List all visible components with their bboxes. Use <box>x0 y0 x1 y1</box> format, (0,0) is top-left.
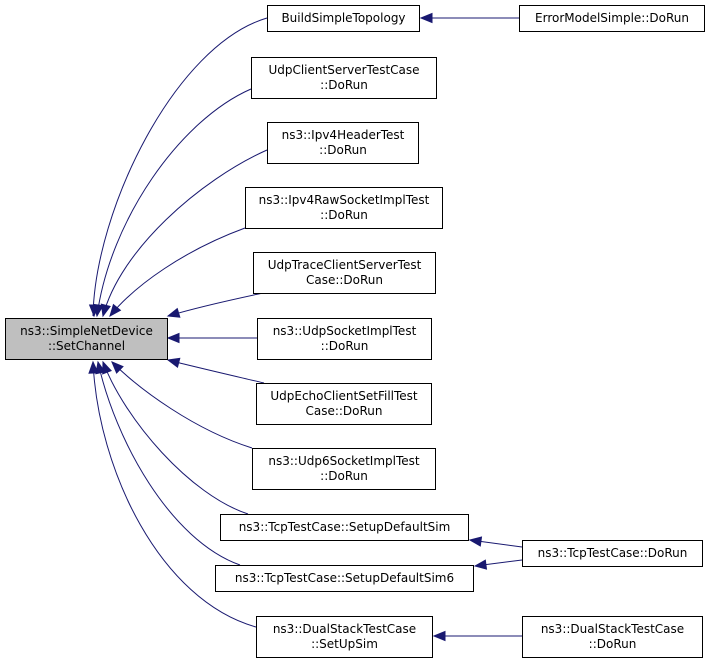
edge-ipv4raw-to-root <box>109 227 246 318</box>
node-label-line: ::SetChannel <box>48 339 125 353</box>
edge-line <box>97 361 241 566</box>
node-label-line: ::DoRun <box>320 469 368 483</box>
node-box[interactable] <box>257 318 432 360</box>
node-label-line: ns3::UdpSocketImplTest <box>273 324 417 338</box>
node-label-line: ns3::TcpTestCase::SetupDefaultSim6 <box>235 571 454 585</box>
edge-line <box>92 361 257 628</box>
node-ipv4raw[interactable]: ns3::Ipv4RawSocketImplTest::DoRun <box>245 187 443 229</box>
node-label-line: ErrorModelSimple::DoRun <box>535 11 689 25</box>
edge-udp6socket-to-root <box>111 361 253 449</box>
node-label-line: ns3::TcpTestCase::SetupDefaultSim <box>239 520 451 534</box>
edge-line <box>111 361 253 449</box>
edge-arrowhead <box>95 360 106 375</box>
node-box[interactable] <box>252 448 436 490</box>
nodes-layer: ns3::SimpleNetDevice::SetChannel BuildSim… <box>5 5 705 658</box>
node-label-line: ns3::Udp6SocketImplTest <box>268 454 420 468</box>
edge-udpsocket-to-root <box>166 332 257 344</box>
edge-udptrace-to-root <box>166 292 264 318</box>
node-udpsocket[interactable]: ns3::UdpSocketImplTest::DoRun <box>257 318 432 360</box>
node-box[interactable] <box>215 565 474 592</box>
node-label-line: UdpClientServerTestCase <box>268 63 419 77</box>
node-label-line: Case::DoRun <box>305 404 382 418</box>
node-buildsimple[interactable]: BuildSimpleTopology <box>267 5 420 32</box>
node-udpcs[interactable]: UdpClientServerTestCase::DoRun <box>251 57 437 99</box>
edge-tcpdorun-to-tcpsetup <box>468 536 523 548</box>
edge-arrowhead <box>432 630 446 642</box>
edge-arrowhead <box>166 357 181 368</box>
node-label-line: ns3::Ipv4RawSocketImplTest <box>259 193 430 207</box>
node-box[interactable] <box>256 616 433 658</box>
edge-udpcs-to-root <box>93 88 252 318</box>
node-root[interactable]: ns3::SimpleNetDevice::SetChannel <box>5 318 168 360</box>
node-label-line: ::DoRun <box>320 78 368 92</box>
node-udp6socket[interactable]: ns3::Udp6SocketImplTest::DoRun <box>252 448 436 490</box>
edges-layer <box>88 12 523 642</box>
node-label-line: ::DoRun <box>320 208 368 222</box>
node-label-line: BuildSimpleTopology <box>281 11 405 25</box>
node-tcpdorun[interactable]: ns3::TcpTestCase::DoRun <box>522 540 703 567</box>
node-dualsetup[interactable]: ns3::DualStackTestCase::SetUpSim <box>256 616 433 658</box>
node-tcpsetup[interactable]: ns3::TcpTestCase::SetupDefaultSim <box>220 514 469 541</box>
node-ipv4header[interactable]: ns3::Ipv4HeaderTest::DoRun <box>267 122 419 164</box>
edge-line <box>92 17 268 317</box>
node-box[interactable] <box>522 616 703 658</box>
node-box[interactable] <box>5 318 168 360</box>
edge-dualdorun-to-dualsetup <box>432 630 522 642</box>
node-label-line: ns3::SimpleNetDevice <box>20 324 153 338</box>
node-box[interactable] <box>256 383 432 425</box>
edge-line <box>102 361 249 515</box>
edge-tcpsetup-to-root <box>102 360 249 515</box>
edge-arrowhead <box>166 332 180 344</box>
edge-arrowhead <box>468 536 483 547</box>
node-label-line: ::SetUpSim <box>311 637 378 651</box>
node-box[interactable] <box>253 252 436 294</box>
node-label-line: ns3::Ipv4HeaderTest <box>282 128 405 142</box>
node-label-line: ::DoRun <box>589 637 637 651</box>
edge-line <box>167 359 265 384</box>
edge-arrowhead <box>166 307 181 318</box>
node-box[interactable] <box>220 514 469 541</box>
node-label-line: ::DoRun <box>319 143 367 157</box>
edge-tcpdorun-to-tcpsetup6 <box>473 559 523 570</box>
edge-arrowhead <box>473 559 488 570</box>
node-label-line: Case::DoRun <box>306 273 383 287</box>
edge-tcpsetup6-to-root <box>95 360 241 566</box>
node-errormodel[interactable]: ErrorModelSimple::DoRun <box>519 5 705 32</box>
edge-dualsetup-to-root <box>88 360 257 628</box>
node-label-line: ::DoRun <box>321 339 369 353</box>
node-tcpsetup6[interactable]: ns3::TcpTestCase::SetupDefaultSim6 <box>215 565 474 592</box>
node-label-line: ns3::DualStackTestCase <box>541 622 684 636</box>
node-label-line: UdpTraceClientServerTest <box>268 258 422 272</box>
edge-arrowhead <box>109 303 122 318</box>
edge-buildsimple-to-root <box>88 17 268 318</box>
edge-arrowhead <box>93 303 104 318</box>
edge-arrowhead <box>419 12 433 24</box>
edge-line <box>96 88 252 317</box>
edge-arrowhead <box>100 303 111 318</box>
edge-line <box>167 292 264 317</box>
edge-line <box>109 227 246 317</box>
edge-errormodel-to-buildsimple <box>419 12 519 24</box>
node-box[interactable] <box>251 57 437 99</box>
edge-udpecho-to-root <box>166 357 265 384</box>
node-box[interactable] <box>245 187 443 229</box>
edge-ipv4header-to-root <box>100 149 268 318</box>
node-label-line: UdpEchoClientSetFillTest <box>270 389 418 403</box>
edge-arrowhead <box>102 360 112 375</box>
node-dualdorun[interactable]: ns3::DualStackTestCase::DoRun <box>522 616 703 658</box>
node-box[interactable] <box>267 5 420 32</box>
node-label-line: ns3::DualStackTestCase <box>273 622 416 636</box>
edge-line <box>102 149 268 317</box>
edge-arrowhead <box>88 360 99 374</box>
node-box[interactable] <box>522 540 703 567</box>
edge-arrowhead <box>111 361 124 374</box>
node-box[interactable] <box>267 122 419 164</box>
node-label-line: ns3::TcpTestCase::DoRun <box>538 546 688 560</box>
node-box[interactable] <box>519 5 705 32</box>
